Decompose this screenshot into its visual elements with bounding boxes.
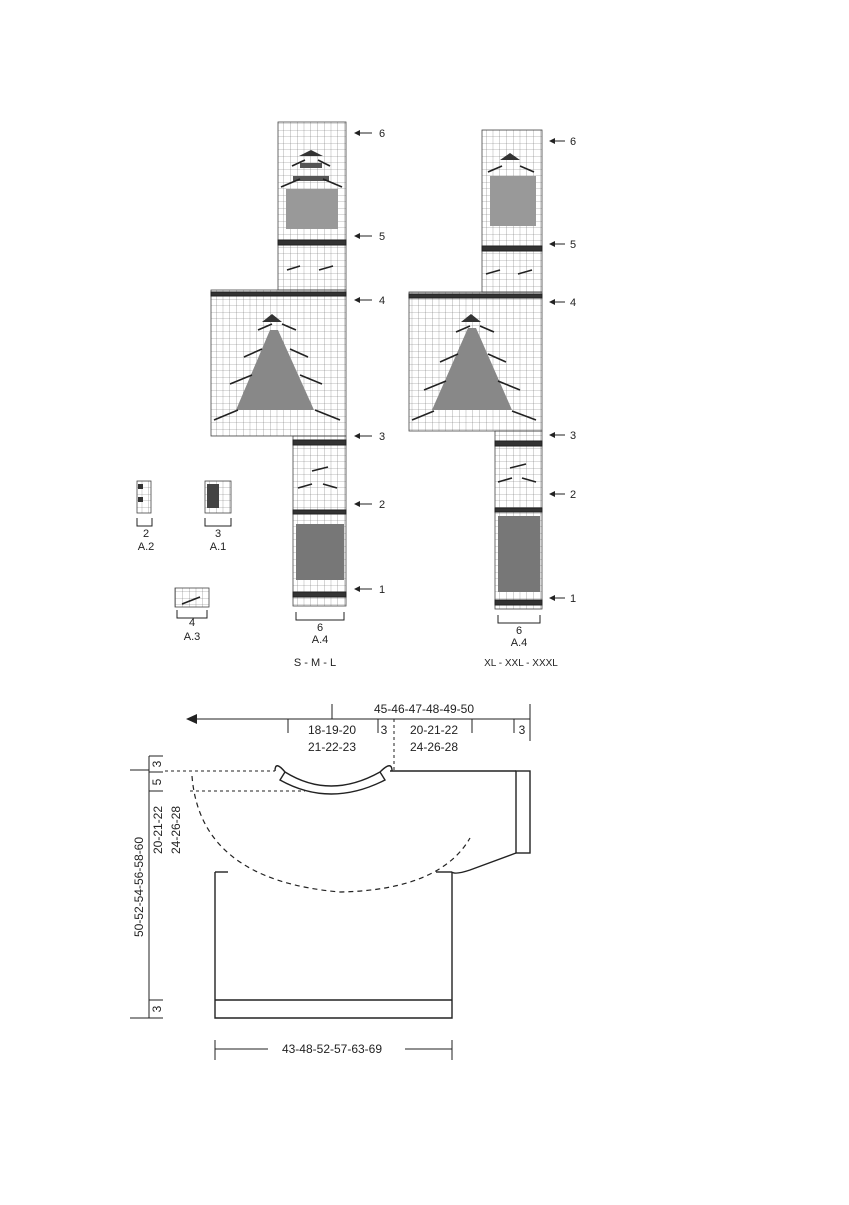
garment-schematic xyxy=(130,704,531,1060)
neck-half-a-label: 18-19-20 xyxy=(308,723,356,737)
small-chart-a3-width: 4 xyxy=(189,617,195,629)
chart-right-row-5: 5 xyxy=(570,239,576,251)
chart-left-row-5: 5 xyxy=(379,231,385,243)
neck-edge-label: 3 xyxy=(381,723,388,737)
top-width-label: 45-46-47-48-49-50 xyxy=(374,702,474,716)
chart-right-row-2: 2 xyxy=(570,489,576,501)
chart-left-name: A.4 xyxy=(312,634,329,646)
yoke-depth-b-label: 24-26-28 xyxy=(169,806,183,854)
chart-right-row-arrows xyxy=(549,138,565,601)
chart-left-width-label: 6 xyxy=(317,622,323,634)
body-length-label: 50-52-54-56-58-60 xyxy=(132,837,146,937)
yoke-depth-a-label: 20-21-22 xyxy=(151,806,165,854)
small-chart-a2: 2 A.2 xyxy=(136,480,155,553)
chart-left-row-arrows xyxy=(354,130,372,592)
chart-right: 6 5 4 3 2 1 6 A.4 XL - XXL - XXXL xyxy=(408,129,576,669)
neck-rib-label: 3 xyxy=(150,760,164,767)
neck-drop-label: 5 xyxy=(150,778,164,785)
chart-right-motif xyxy=(408,153,543,606)
chart-left: 6 5 4 3 2 1 6 A.4 S - M - L xyxy=(210,121,385,669)
chart-right-row-6: 6 xyxy=(570,136,576,148)
chart-right-width-bracket xyxy=(497,615,541,624)
sleeve-edge-label: 3 xyxy=(519,723,526,737)
hem-rib-label: 3 xyxy=(150,1005,164,1012)
chart-right-name: A.4 xyxy=(511,637,528,649)
small-chart-a1-name: A.1 xyxy=(210,541,227,553)
small-chart-a3-name: A.3 xyxy=(184,631,201,643)
chart-left-row-1: 1 xyxy=(379,584,385,596)
chart-right-row-3: 3 xyxy=(570,430,576,442)
chart-left-motif xyxy=(210,150,347,598)
small-chart-a1-width: 3 xyxy=(215,528,221,540)
neck-half-b-label: 21-22-23 xyxy=(308,740,356,754)
chart-right-row-4: 4 xyxy=(570,297,576,309)
shoulder-a-label: 20-21-22 xyxy=(410,723,458,737)
chart-left-row-2: 2 xyxy=(379,499,385,511)
small-chart-a1: 3 A.1 xyxy=(204,480,232,553)
chart-right-sizes: XL - XXL - XXXL xyxy=(484,658,558,669)
shoulder-b-label: 24-26-28 xyxy=(410,740,458,754)
small-chart-a3: 4 A.3 xyxy=(174,587,210,643)
small-chart-a2-width: 2 xyxy=(143,528,149,540)
bottom-width-label: 43-48-52-57-63-69 xyxy=(282,1042,382,1056)
chart-right-row-1: 1 xyxy=(570,593,576,605)
small-chart-a2-name: A.2 xyxy=(138,541,155,553)
chart-right-width-label: 6 xyxy=(516,625,522,637)
chart-left-row-6: 6 xyxy=(379,128,385,140)
chart-left-row-3: 3 xyxy=(379,431,385,443)
chart-left-width-bracket xyxy=(295,612,345,621)
chart-left-row-4: 4 xyxy=(379,295,385,307)
chart-left-sizes: S - M - L xyxy=(294,657,336,669)
